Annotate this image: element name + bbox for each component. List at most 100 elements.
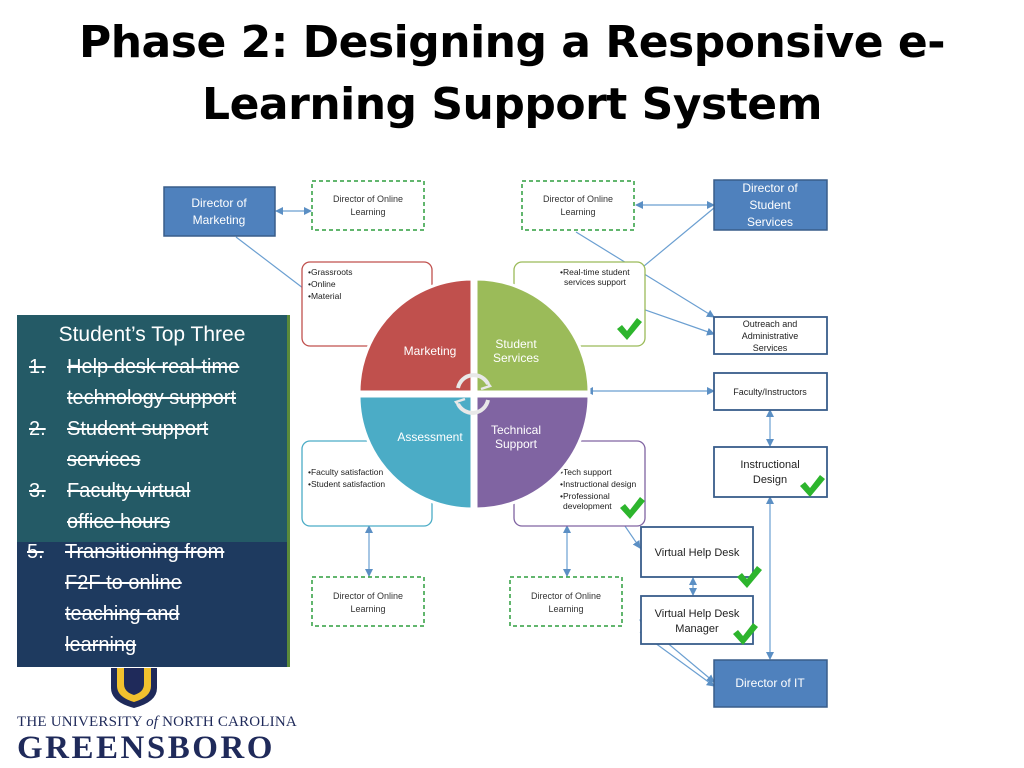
- cycle-circle: [357, 277, 591, 511]
- cycle-arrows-icon: [453, 373, 493, 415]
- quadrant-student-services: [474, 277, 591, 394]
- checkmark-icon: [617, 318, 642, 340]
- technical-item-4: development: [563, 501, 612, 511]
- title-line-2: Learning Support System: [202, 79, 822, 130]
- vhdm-line2: Manager: [675, 623, 719, 635]
- box-director-it: [713, 659, 828, 708]
- box-director-online-3: [311, 576, 425, 627]
- marketing-item-1: •Grassroots: [308, 267, 353, 277]
- callout-item-1: 1. Help desk real-time technology support: [29, 352, 239, 414]
- quadrant-label-student: Student: [495, 337, 537, 351]
- online-2-line2: Learning: [560, 207, 595, 217]
- online-3-line2: Learning: [350, 604, 385, 614]
- assessment-item-1: •Faculty satisfaction: [308, 467, 384, 477]
- director-student-line2: Student: [749, 198, 791, 212]
- quadrant-marketing: [357, 277, 474, 394]
- box-director-online-1: [311, 180, 425, 231]
- marketing-item-2: •Online: [308, 279, 336, 289]
- instructional-line1: Instructional: [740, 459, 799, 471]
- director-student-line1: Director of: [742, 181, 798, 195]
- director-marketing-line1: Director of: [191, 196, 247, 210]
- callout-item-2: 2. Student support services: [29, 414, 239, 476]
- outlined-boxes: [640, 316, 828, 645]
- director-marketing-line2: Marketing: [193, 213, 246, 227]
- outreach-line2: Administrative: [742, 331, 799, 341]
- quadrant-label-marketing: Marketing: [404, 344, 457, 358]
- crest-icon: [111, 668, 157, 708]
- university-logo: THE UNIVERSITY of NORTH CAROLINA GREENSB…: [17, 668, 297, 768]
- title-line-1: Phase 2: Designing a Responsive e-: [78, 17, 946, 68]
- technical-item-2: •Instructional design: [560, 479, 636, 489]
- online-1-line1: Director of Online: [333, 194, 403, 204]
- callout-item-3: 3. Faculty virtual office hours: [29, 476, 239, 538]
- item-2-num: 2.: [29, 418, 46, 440]
- item-5-num: 5.: [27, 541, 44, 563]
- item-3-line1: Faculty virtual: [67, 480, 191, 502]
- quadrant-technical-support: [474, 394, 591, 511]
- blue-box-labels: Director of Marketing Director of Studen…: [191, 181, 805, 690]
- item-1-line2: technology support: [67, 387, 237, 409]
- logo-line1-pre: THE UNIVERSITY: [17, 714, 147, 730]
- marketing-item-3: •Material: [308, 291, 341, 301]
- dashed-box-labels: Director of Online Learning Director of …: [333, 194, 613, 614]
- outreach-line3: Services: [753, 343, 788, 353]
- box-director-online-4: [509, 576, 623, 627]
- director-student-line3: Services: [747, 215, 793, 229]
- list-texts: •Grassroots •Online •Material •Real-time…: [308, 267, 636, 511]
- top-three-callout: Student’s Top Three 1. Help desk real-tim…: [17, 315, 290, 667]
- online-2-line1: Director of Online: [543, 194, 613, 204]
- outreach-line1: Outreach and: [743, 319, 798, 329]
- checkmark-icon: [620, 497, 645, 519]
- instructional-line2: Design: [753, 474, 787, 486]
- student-services-item-2: services support: [564, 277, 627, 287]
- box-virtual-help-desk: [640, 526, 754, 578]
- student-services-item-1: •Real-time student: [560, 267, 630, 277]
- online-4-line2: Learning: [548, 604, 583, 614]
- box-director-student-services: [713, 179, 828, 231]
- item-2-line2: services: [67, 449, 141, 471]
- technical-item-1: •Tech support: [560, 467, 612, 477]
- item-1-line1: Help desk real-time: [67, 356, 240, 378]
- director-it-label: Director of IT: [735, 676, 805, 690]
- logo-line1-post: NORTH CAROLINA: [158, 714, 297, 730]
- quadrant-label-support: Support: [495, 437, 538, 451]
- box-faculty: [713, 372, 828, 411]
- callout-title: Student’s Top Three: [58, 323, 246, 346]
- quadrant-label-technical: Technical: [491, 423, 541, 437]
- online-1-line2: Learning: [350, 207, 385, 217]
- callout-top-band: [17, 315, 287, 542]
- assessment-item-2: •Student satisfaction: [308, 479, 385, 489]
- item-5-line3: teaching and: [65, 603, 180, 625]
- item-5-line4: learning: [65, 634, 137, 656]
- checkmark-icon: [737, 566, 762, 588]
- box-director-marketing: [163, 186, 276, 237]
- item-3-num: 3.: [29, 480, 46, 502]
- logo-university-text: THE UNIVERSITY of NORTH CAROLINA: [17, 714, 297, 731]
- outlined-box-labels: Outreach and Administrative Services Fac…: [655, 319, 808, 635]
- online-3-line1: Director of Online: [333, 591, 403, 601]
- online-4-line1: Director of Online: [531, 591, 601, 601]
- item-5-line2: F2F to online: [65, 572, 182, 594]
- quadrant-label-services: Services: [493, 351, 539, 365]
- vhdm-line1: Virtual Help Desk: [655, 608, 740, 620]
- dashed-boxes: [311, 180, 635, 627]
- page-title: Phase 2: Designing a Responsive e- Learn…: [0, 12, 1024, 136]
- faculty-label: Faculty/Instructors: [733, 387, 807, 397]
- box-virtual-help-desk-manager: [640, 595, 754, 645]
- item-5-line1: Transitioning from: [65, 541, 225, 563]
- item-3-line2: office hours: [67, 511, 171, 533]
- technical-item-3: •Professional: [560, 491, 610, 501]
- box-director-online-2: [521, 180, 635, 231]
- vhd-label: Virtual Help Desk: [655, 547, 740, 559]
- quadrant-labels: Marketing Student Services Assessment Te…: [397, 337, 541, 451]
- item-2-line1: Student support: [67, 418, 209, 440]
- item-1-num: 1.: [29, 356, 46, 378]
- quadrant-assessment: [357, 394, 474, 511]
- logo-line1-of: of: [146, 714, 159, 730]
- box-outreach: [713, 316, 828, 355]
- checkmark-icon: [800, 475, 825, 497]
